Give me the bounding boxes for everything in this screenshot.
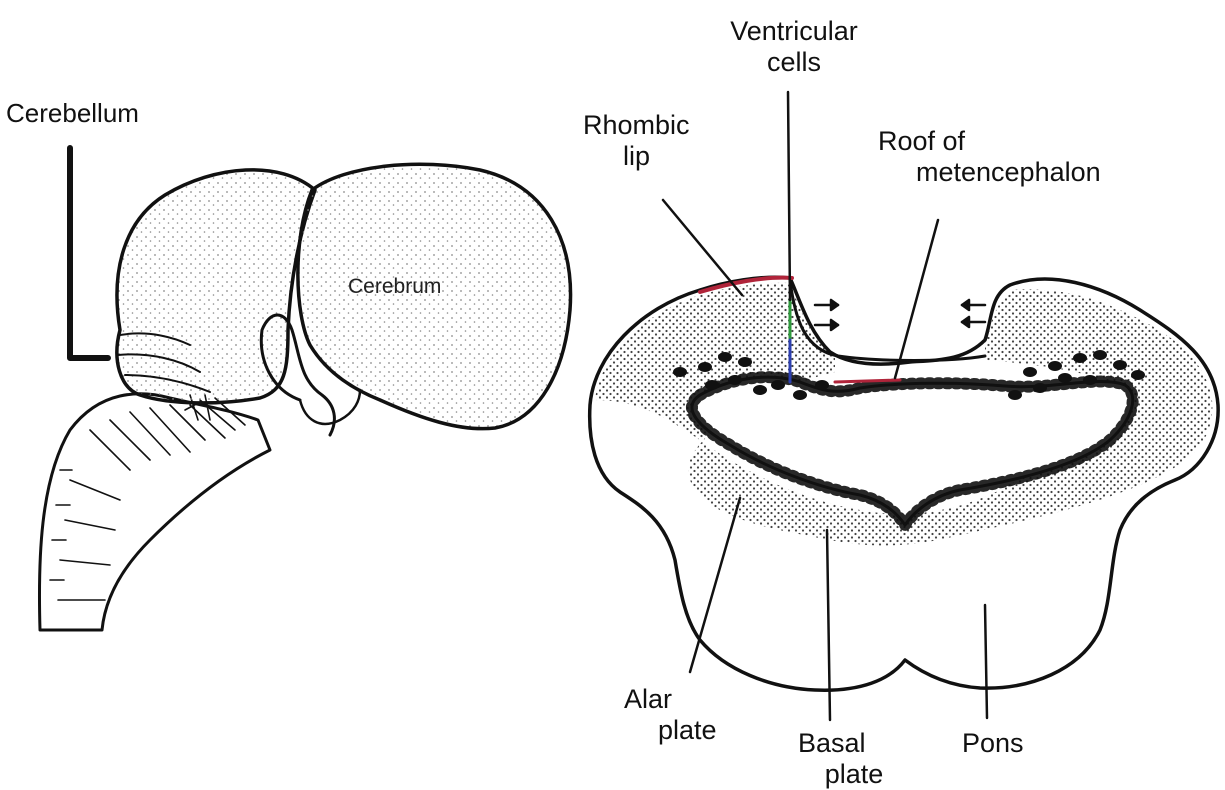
cerebellum-lobe	[117, 170, 315, 403]
label-rhombic-line1: Rhombic	[583, 110, 690, 141]
label-rhombic-line2: lip	[583, 141, 690, 172]
label-basal-plate: Basal plate	[784, 728, 924, 790]
label-ventricular-cells: Ventricular cells	[724, 16, 864, 78]
label-roof-of-metencephalon: Roof of metencephalon	[878, 126, 1101, 188]
label-alar-plate: Alar plate	[624, 684, 717, 746]
optic-stalk	[300, 390, 360, 424]
label-alar-line2: plate	[624, 715, 717, 746]
label-basal-line1: Basal	[784, 728, 924, 759]
label-rhombic-lip: Rhombic lip	[583, 110, 690, 172]
migration-arrows	[815, 300, 985, 330]
embryonic-brain-drawing	[39, 148, 570, 630]
label-roof-line2: metencephalon	[878, 157, 1101, 188]
cerebellum-bracket	[70, 148, 108, 358]
label-cerebrum: Cerebrum	[348, 275, 441, 299]
roof-highlight	[835, 380, 900, 382]
label-basal-line2: plate	[784, 759, 924, 790]
label-ventricular-line1: Ventricular	[724, 16, 864, 47]
label-ventricular-line2: cells	[724, 47, 864, 78]
label-alar-line1: Alar	[624, 684, 717, 715]
label-cerebellum: Cerebellum	[6, 98, 139, 129]
label-roof-line1: Roof of	[878, 126, 1101, 157]
brainstem	[39, 394, 270, 630]
roof-membrane	[790, 280, 985, 361]
label-pons: Pons	[962, 728, 1024, 759]
